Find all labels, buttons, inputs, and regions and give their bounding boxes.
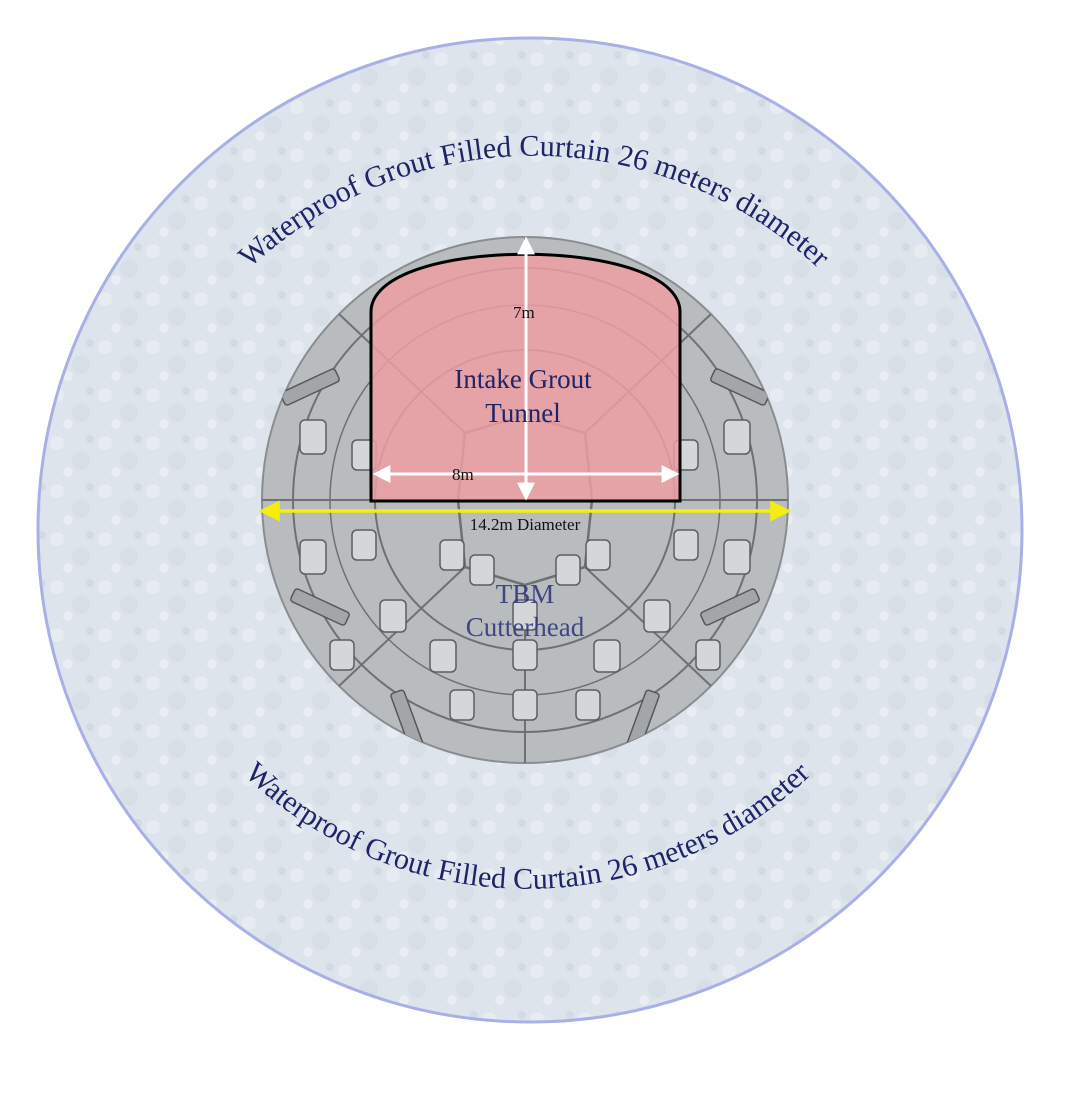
height-dimension-label: 7m <box>513 303 535 322</box>
tunnel-label-line1: Intake Grout <box>454 364 592 394</box>
tbm-label-line2: Cutterhead <box>466 612 585 642</box>
tunnel-label-line2: Tunnel <box>485 398 561 428</box>
diameter-dimension-label: 14.2m Diameter <box>470 515 581 534</box>
width-dimension-label: 8m <box>452 465 474 484</box>
tbm-label-line1: TBM <box>496 579 555 609</box>
